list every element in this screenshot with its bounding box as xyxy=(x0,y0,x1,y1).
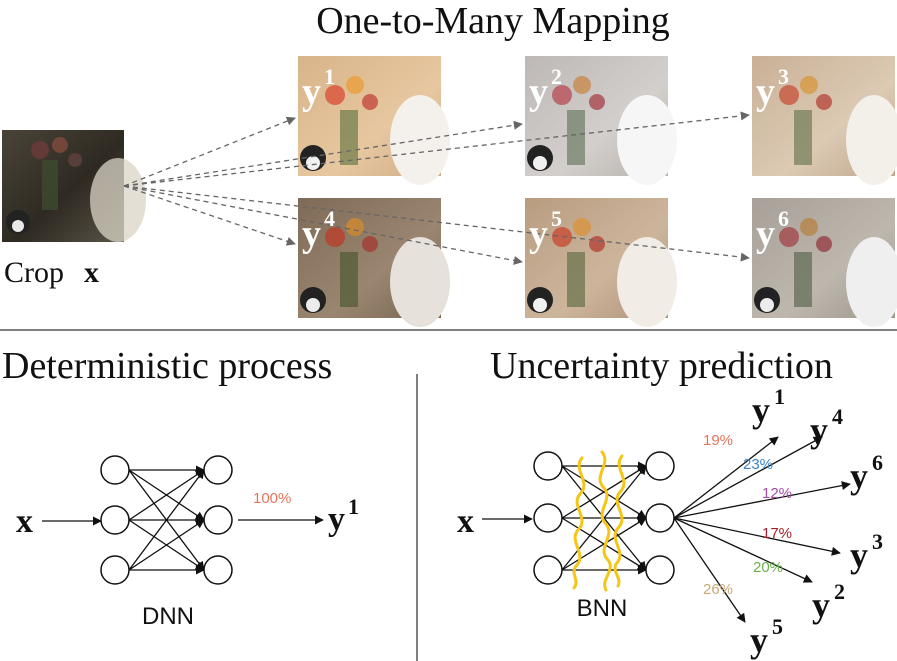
output-label-6: y xyxy=(756,213,775,255)
bnn-edge-2-0 xyxy=(561,465,647,571)
bnn-output-sup-1: 1 xyxy=(774,384,785,409)
dnn-output-base: y xyxy=(328,501,345,538)
bnn-input-node-1 xyxy=(533,451,563,481)
bnn-probability-6: 26% xyxy=(703,581,733,598)
uncertainty-wave-2 xyxy=(598,450,612,592)
uncertainty-wave-1 xyxy=(572,456,586,590)
bnn-output-node-3 xyxy=(645,555,675,585)
crop-var: x xyxy=(84,256,99,289)
bnn-output-sup-5: 2 xyxy=(834,579,845,604)
output-label-sup-5: 5 xyxy=(551,206,562,231)
bnn-input-node-3 xyxy=(533,555,563,585)
bnn-probability-4: 17% xyxy=(762,525,792,542)
bnn-probability-5: 20% xyxy=(753,559,783,576)
output-label-sup-6: 6 xyxy=(778,206,789,231)
bnn-output-node-2 xyxy=(645,503,675,533)
dnn-network xyxy=(100,455,233,585)
bnn-output-sup-2: 4 xyxy=(832,404,843,429)
top-title: One-to-Many Mapping xyxy=(316,0,670,42)
output-label-2: y xyxy=(529,71,548,113)
dnn-edge-1-0 xyxy=(128,469,205,521)
bnn-input: x xyxy=(457,503,474,540)
output-image-4 xyxy=(298,198,450,327)
dnn-input-node-2 xyxy=(100,505,130,535)
output-label-5: y xyxy=(529,213,548,255)
bnn-edge-1-0 xyxy=(561,465,647,519)
output-label-sup-3: 3 xyxy=(778,64,789,89)
bnn-output-sup-6: 5 xyxy=(772,614,783,639)
mapping-arrow-2 xyxy=(123,120,523,187)
bnn-uncertainty-waves xyxy=(572,450,626,592)
dnn-probability: 100% xyxy=(253,490,291,507)
mapping-arrows xyxy=(123,111,750,265)
bnn-network xyxy=(533,451,675,585)
output-label-sup-1: 1 xyxy=(324,64,335,89)
bnn-output-arrow-1 xyxy=(673,436,779,519)
mapping-arrow-5 xyxy=(123,185,523,265)
dnn-output-node-3 xyxy=(203,555,233,585)
mapping-arrow-1 xyxy=(123,116,296,187)
bnn-input-node-2 xyxy=(533,503,563,533)
bnn-output-arrow-4 xyxy=(673,517,841,556)
bnn-output-sup-3: 6 xyxy=(872,450,883,475)
output-image-2 xyxy=(525,56,677,185)
crop-caption: Crop x xyxy=(4,256,99,289)
bnn-output-node-1 xyxy=(645,451,675,481)
bnn-output-5: y xyxy=(812,585,830,625)
crop-label: Crop xyxy=(4,256,64,289)
output-label-sup-2: 2 xyxy=(551,64,562,89)
output-label-sup-4: 4 xyxy=(324,206,335,231)
dnn-input-node-1 xyxy=(100,455,130,485)
mapping-arrow-6 xyxy=(123,185,750,262)
crop-image xyxy=(2,130,146,242)
bnn-probability-3: 12% xyxy=(762,485,792,502)
output-image-3 xyxy=(752,56,897,185)
bnn-probability-1: 19% xyxy=(703,432,733,449)
mapping-arrow-3 xyxy=(123,111,750,187)
deterministic-title: Deterministic process xyxy=(2,345,332,387)
mapping-arrow-4 xyxy=(123,185,296,246)
bnn-output-arrow-2 xyxy=(673,436,823,519)
dnn-output-node-1 xyxy=(203,455,233,485)
bnn-probability-2: 23% xyxy=(743,456,773,473)
bnn-output-arrow-5 xyxy=(673,517,813,583)
bnn-output-arrow-3 xyxy=(673,481,851,519)
dnn-label: DNN xyxy=(142,603,194,630)
bnn-output-arrow-6 xyxy=(673,517,746,623)
dnn-edge-2-1 xyxy=(128,519,205,571)
bnn-label: BNN xyxy=(577,595,628,622)
output-image-6 xyxy=(752,198,897,327)
bnn-output-1: y xyxy=(752,390,770,430)
bnn-output-4: y xyxy=(850,535,868,575)
dnn-input: x xyxy=(16,503,33,540)
bnn-output-sup-4: 3 xyxy=(872,529,883,554)
dnn-output-node-2 xyxy=(203,505,233,535)
output-images xyxy=(298,56,897,327)
output-image-1 xyxy=(298,56,450,185)
output-image-5 xyxy=(525,198,677,327)
bnn-output-2: y xyxy=(810,410,828,450)
output-label-1: y xyxy=(302,71,321,113)
dnn-input-node-3 xyxy=(100,555,130,585)
uncertainty-title: Uncertainty prediction xyxy=(490,345,833,387)
bnn-output-6: y xyxy=(750,620,768,660)
bnn-output-3: y xyxy=(850,456,868,496)
dnn-output: y 1 xyxy=(328,494,359,538)
output-label-3: y xyxy=(756,71,775,113)
uncertainty-wave-3 xyxy=(613,454,626,588)
dnn-edge-2-0 xyxy=(128,469,205,571)
output-label-4: y xyxy=(302,213,321,255)
dnn-output-sup: 1 xyxy=(348,494,359,519)
